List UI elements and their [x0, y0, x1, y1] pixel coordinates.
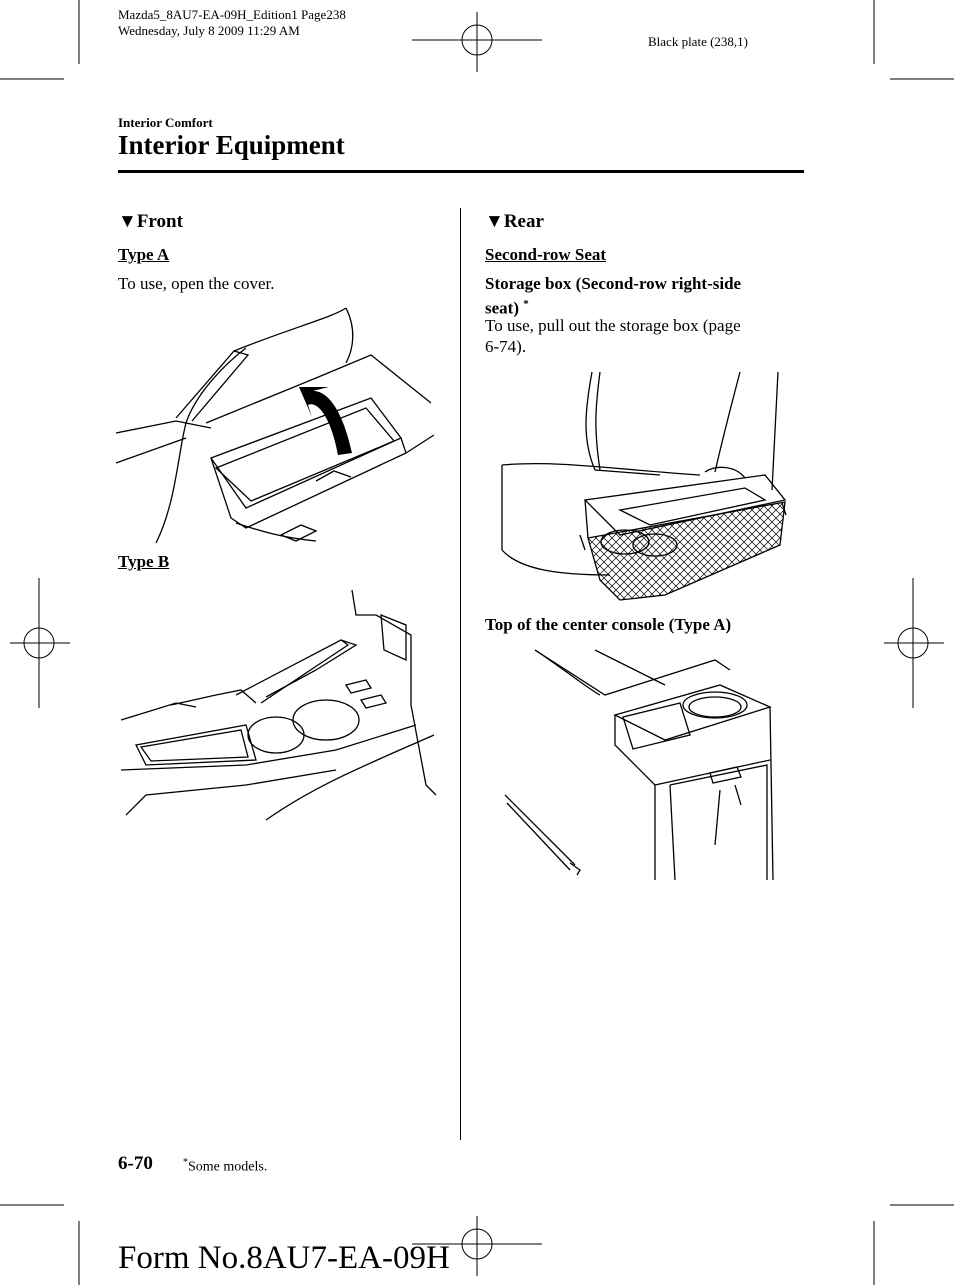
type-a-text: To use, open the cover.: [118, 274, 275, 293]
footnote: *Some models.: [183, 1157, 267, 1176]
print-header-line2: Wednesday, July 8 2009 11:29 AM: [118, 23, 300, 38]
center-console-illustration: [504, 649, 774, 881]
asterisk-mark: *: [523, 298, 529, 310]
footnote-text: Some models.: [188, 1159, 268, 1175]
console-type-a-illustration: [115, 307, 435, 544]
registration-mark-top-icon: [412, 12, 542, 72]
console-type-b-illustration: [120, 589, 437, 821]
storage-box-illustration: [501, 371, 787, 601]
triangle-down-icon: ▼: [118, 211, 137, 232]
storage-box-heading-line2: seat) *: [485, 298, 529, 318]
console-heading: Top of the center console (Type A): [485, 615, 732, 634]
storage-box-text-line1: To use, pull out the storage box (page: [485, 316, 741, 335]
form-number: Form No.8AU7-EA-09H: [118, 1240, 450, 1276]
type-b-label: Type B: [118, 552, 170, 571]
triangle-down-icon: ▼: [485, 211, 504, 232]
page-number: 6-70: [118, 1153, 153, 1174]
print-header-line1: Mazda5_8AU7-EA-09H_Edition1 Page238: [118, 7, 346, 22]
page-title: Interior Equipment: [118, 130, 345, 160]
type-a-label: Type A: [118, 245, 170, 264]
registration-mark-left-icon: [10, 578, 70, 708]
storage-box-text-line2: 6-74).: [485, 337, 527, 356]
registration-mark-right-icon: [884, 578, 944, 708]
front-heading: ▼Front: [118, 211, 183, 233]
print-header: Mazda5_8AU7-EA-09H_Edition1 Page238 Wedn…: [118, 7, 346, 39]
front-heading-text: Front: [136, 211, 183, 232]
storage-box-heading-line1: Storage box (Second-row right-side: [485, 274, 742, 293]
print-plate: Black plate (238,1): [648, 34, 748, 49]
section-label: Interior Comfort: [118, 115, 213, 130]
registration-mark-bottom-icon: [412, 1216, 542, 1276]
title-rule: [118, 170, 804, 173]
asterisk-mark: *: [183, 1157, 188, 1168]
storage-box-text: To use, pull out the storage box (page 6…: [485, 315, 741, 357]
storage-box-heading: Storage box (Second-row right-side seat)…: [485, 273, 741, 319]
rear-heading-text: Rear: [503, 211, 544, 232]
column-divider: [460, 208, 461, 1140]
second-row-seat-label: Second-row Seat: [485, 245, 607, 264]
rear-heading: ▼Rear: [485, 211, 544, 233]
